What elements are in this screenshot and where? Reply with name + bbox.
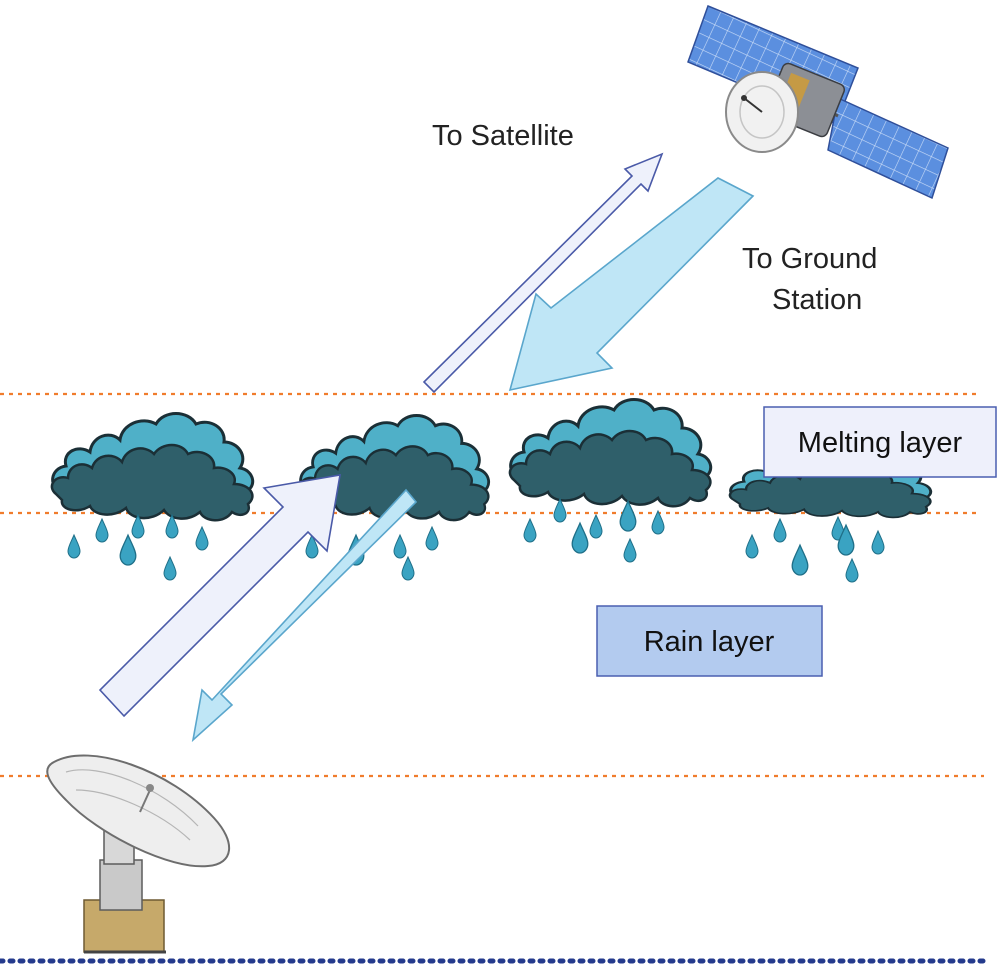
uplink-upper-arrow — [422, 152, 664, 394]
rain-layer-label: Rain layer — [644, 626, 775, 658]
downlink-upper-arrow — [508, 177, 755, 392]
ground-station-dish-icon — [46, 754, 231, 954]
melting-layer-label: Melting layer — [798, 427, 963, 459]
to-ground-station-label-line1: To Ground — [742, 243, 877, 275]
downlink-lower-arrow — [191, 488, 418, 743]
to-satellite-label: To Satellite — [432, 120, 574, 152]
rain-cloud-icon — [50, 412, 255, 522]
rain-layer-box — [596, 605, 823, 677]
rain-cloud-icon — [508, 398, 713, 508]
melting-layer-box — [763, 406, 997, 478]
to-ground-station-label-line2: Station — [772, 284, 862, 316]
uplink-lower-arrow — [98, 474, 341, 718]
satellite-icon — [687, 5, 949, 200]
